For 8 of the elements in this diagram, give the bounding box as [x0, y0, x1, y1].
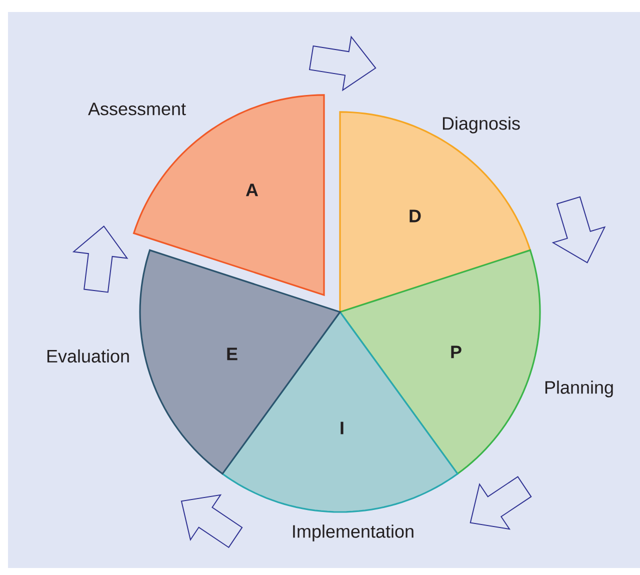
block-arrow	[552, 196, 606, 264]
block-arrow	[72, 226, 128, 293]
stage-label: Assessment	[88, 102, 186, 116]
stage-label: Planning	[545, 380, 613, 398]
stage-label: Evaluation	[47, 349, 129, 363]
stage-label: Implementation	[293, 524, 414, 542]
block-arrow	[470, 476, 532, 530]
stage-label: Diagnosis	[442, 116, 520, 134]
